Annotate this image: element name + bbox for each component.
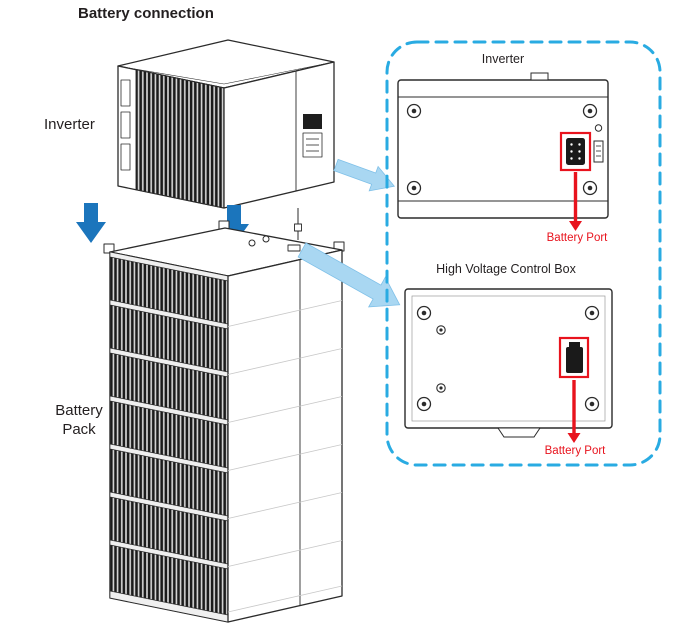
inverter-battery-port-label: Battery Port (546, 232, 608, 244)
control-box-detail-title: High Voltage Control Box (436, 262, 576, 276)
callout-arrow-bottom-icon (297, 242, 401, 308)
inverter-display (303, 114, 322, 129)
inverter-battery-port-connector (566, 138, 585, 165)
inverter-panel-detail (397, 72, 609, 231)
battery-pack-label: Battery Pack (55, 402, 103, 438)
control-box-detail (404, 288, 613, 443)
inverter-detail-title: Inverter (481, 52, 525, 66)
stack-arrow-right-icon (219, 205, 249, 245)
control-box-battery-port-arrow-icon (567, 380, 581, 443)
inverter-drawing (117, 39, 335, 240)
callout-arrow-top-icon (333, 158, 396, 192)
stack-arrow-left-icon (76, 203, 106, 243)
inverter-battery-port-highlight (559, 131, 592, 172)
control-box-battery-port-connector (566, 347, 583, 373)
battery-pack-drawing (103, 220, 345, 623)
page-title: Battery connection (78, 5, 214, 22)
inverter-battery-port-arrow-icon (569, 172, 582, 231)
control-box-battery-port-label: Battery Port (544, 445, 606, 457)
callout-panel-border (385, 40, 662, 467)
control-box-battery-port-highlight (558, 336, 590, 379)
inverter-label: Inverter (44, 116, 95, 133)
inverter-heatsink-fins (135, 69, 225, 209)
